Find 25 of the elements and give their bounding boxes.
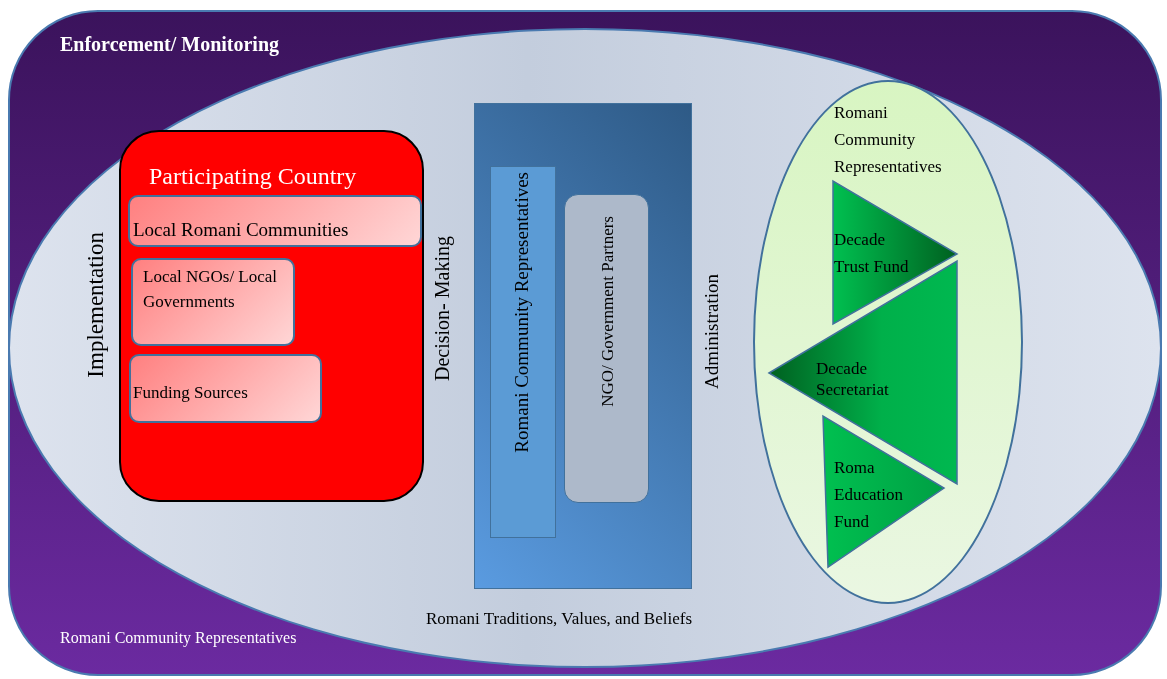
group-box — [128, 195, 422, 247]
structure-panel — [474, 103, 692, 589]
triangle-shape — [821, 414, 946, 569]
region-label: Decision- Making — [430, 236, 455, 381]
partners-box — [564, 194, 649, 503]
box-label: Funding Sources — [133, 382, 248, 404]
country-box — [119, 130, 424, 502]
box-label: Local NGOs/ Local Governments — [143, 266, 279, 313]
triangle-shape — [831, 179, 959, 327]
region-label: Implementation — [82, 232, 109, 378]
box-label: Local Romani Communities — [133, 218, 349, 242]
group-box — [129, 354, 322, 423]
shape-label: Decade Trust Fund — [834, 229, 910, 279]
section-title: Enforcement/ Monitoring — [60, 32, 280, 57]
box-label: Romani Community Representatives — [510, 172, 533, 453]
box-title: Participating Country — [149, 162, 357, 191]
region-label: Administration — [700, 274, 723, 390]
shape-label: Roma Education Fund — [834, 457, 904, 534]
group-box — [131, 258, 295, 346]
representatives-bar — [490, 166, 556, 538]
shape-label: Decade Secretariat — [816, 358, 890, 401]
region-label: Romani Community Representatives — [60, 628, 297, 648]
region-label: Romani Community Representatives — [834, 102, 943, 179]
region-label: Romani Traditions, Values, and Beliefs — [426, 608, 692, 630]
box-label: NGO/ Government Partners — [597, 216, 618, 407]
